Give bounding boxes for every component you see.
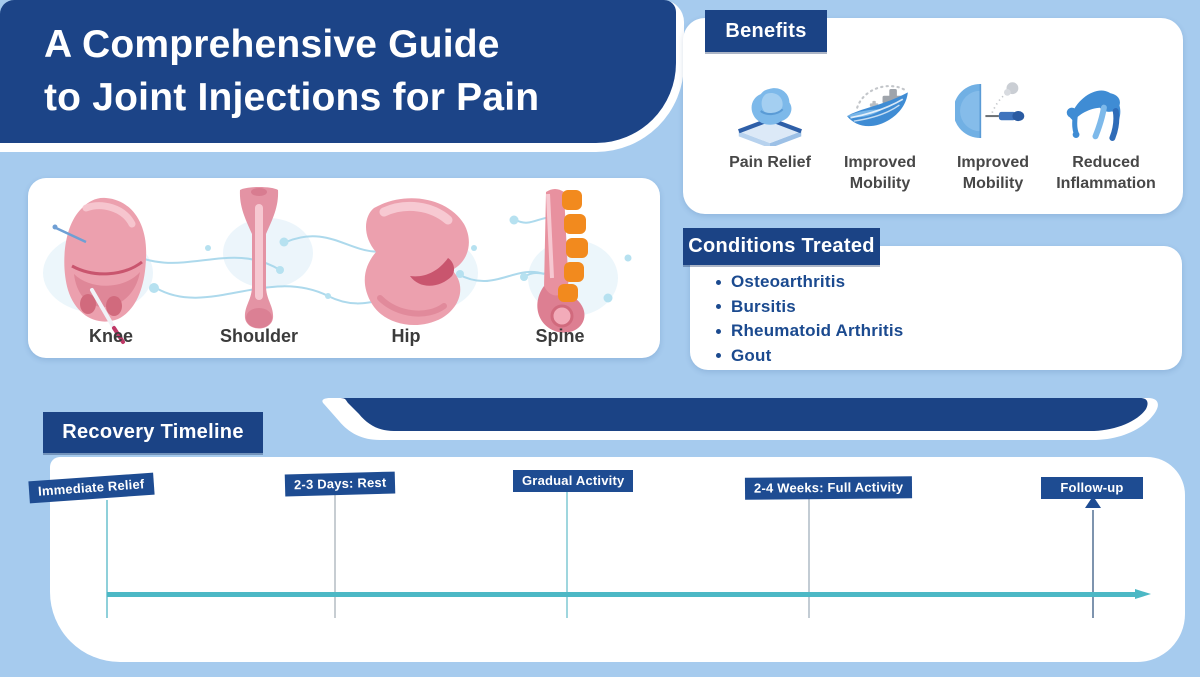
page-title-line2: to Joint Injections for Pain [44, 76, 540, 119]
joint-injection-icon [955, 82, 1025, 139]
benefit-label: Pain Relief [729, 154, 811, 171]
timeline-swoosh-ribbon [322, 398, 1158, 440]
joint-label-spine: Spine [535, 326, 585, 346]
joint-label-hip: Hip [391, 326, 421, 346]
bullet-dot [716, 279, 721, 285]
milestone-rest: 2-3 Days: Rest [284, 471, 396, 497]
knee-illustration [52, 197, 147, 344]
bullet-dot [716, 353, 721, 359]
timeline-tick-line [1092, 510, 1094, 618]
joint-label-knee: Knee [88, 326, 134, 346]
mobility-wave-icon [847, 85, 908, 127]
benefit-item-improved-mobility-1: Improved Mobility [820, 76, 940, 194]
condition-label: Gout [731, 345, 772, 365]
bullet-dot [716, 304, 721, 310]
condition-item: Osteoarthritis [710, 270, 903, 295]
timeline-axis [107, 592, 1135, 597]
timeline-tick-line [566, 490, 568, 618]
condition-item: Rheumatoid Arthritis [710, 319, 903, 344]
conditions-card: Osteoarthritis Bursitis Rheumatoid Arthr… [690, 246, 1182, 370]
timeline-tick-line [334, 493, 336, 618]
benefits-section-tag: Benefits [705, 10, 827, 52]
bending-person-icon [1066, 90, 1121, 141]
timeline-tick-line [808, 497, 810, 618]
milestone-follow-up: Follow-up [1041, 477, 1143, 499]
benefit-label: Improved Mobility [956, 154, 1029, 192]
timeline-section-tag: Recovery Timeline [43, 412, 263, 453]
condition-label: Bursitis [731, 296, 796, 316]
benefits-card: Pain Relief Improved Mobility [683, 18, 1183, 214]
timeline-axis-arrow-tip [1135, 589, 1151, 599]
page-title: A Comprehensive Guide to Joint Injection… [44, 18, 539, 124]
condition-label: Osteoarthritis [731, 272, 846, 292]
joint-label-shoulder: Shoulder [219, 326, 299, 346]
milestone-gradual-activity: Gradual Activity [513, 470, 634, 492]
milestone-full-activity: 2-4 Weeks: Full Activity [744, 476, 913, 500]
hip-illustration [364, 198, 469, 326]
benefit-item-pain-relief: Pain Relief [710, 76, 830, 173]
condition-item: Bursitis [710, 295, 903, 320]
header-card-outline: A Comprehensive Guide to Joint Injection… [0, 0, 684, 152]
joints-card: Knee Shoulder Hip Spine [28, 178, 660, 358]
conditions-section-tag: Conditions Treated [683, 228, 880, 265]
page-title-line1: A Comprehensive Guide [44, 23, 500, 66]
header-card: A Comprehensive Guide to Joint Injection… [0, 0, 676, 143]
conditions-list: Osteoarthritis Bursitis Rheumatoid Arthr… [710, 270, 903, 368]
ice-pack-icon [738, 88, 802, 146]
benefit-label: Improved Mobility [843, 154, 916, 192]
joints-illustration [43, 187, 632, 344]
timeline-tick-line [106, 500, 108, 618]
shoulder-illustration [239, 187, 279, 329]
benefit-item-improved-mobility-2: Improved Mobility [933, 76, 1053, 194]
benefit-label: Reduced Inflammation [1056, 154, 1156, 192]
benefit-item-reduced-inflammation: Reduced Inflammation [1038, 76, 1158, 194]
condition-item: Gout [710, 344, 903, 369]
bullet-dot [716, 328, 721, 334]
spine-illustration [537, 189, 588, 333]
follow-up-arrow-icon [1085, 496, 1101, 508]
condition-label: Rheumatoid Arthritis [731, 321, 904, 341]
